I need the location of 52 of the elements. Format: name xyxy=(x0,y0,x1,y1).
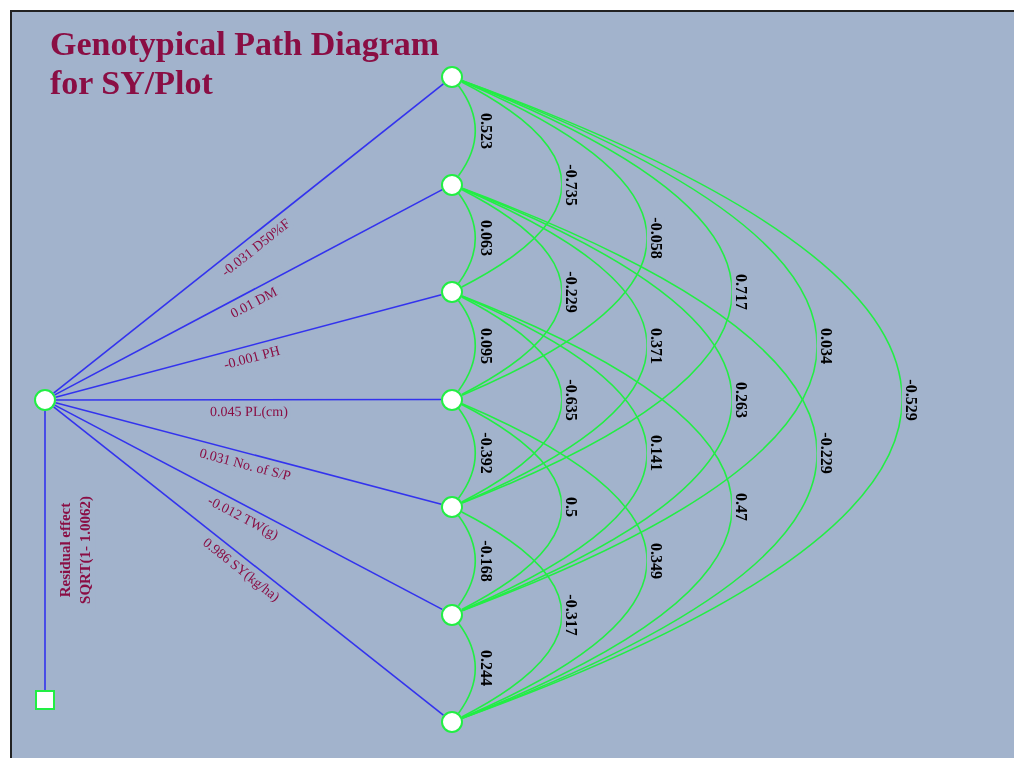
path-line xyxy=(52,406,445,716)
edge-label: -0.229 xyxy=(562,270,580,314)
node-circle xyxy=(441,603,463,626)
edge-label: 0.371 xyxy=(647,326,665,365)
edge-label: -0.635 xyxy=(562,377,580,422)
edge-label: 0.47 xyxy=(732,492,750,522)
edge-label: 0.034 xyxy=(817,326,835,365)
edge-label: 0.263 xyxy=(732,380,750,419)
path-line xyxy=(53,404,444,611)
node-square xyxy=(35,690,55,710)
path-line xyxy=(44,410,46,691)
node-circle xyxy=(441,66,463,88)
correlation-arc xyxy=(461,80,818,612)
node-circle xyxy=(441,496,463,518)
edge-label: -0.529 xyxy=(902,377,920,422)
edge-label: 0.045 PL(cm) xyxy=(207,403,290,420)
correlation-arc xyxy=(461,511,563,718)
correlation-arc xyxy=(461,80,648,396)
correlation-arc xyxy=(461,403,563,611)
node-circle xyxy=(441,711,463,733)
correlation-arc xyxy=(461,296,563,503)
correlation-arc xyxy=(457,515,477,607)
correlation-arc xyxy=(461,188,563,396)
node-circle xyxy=(441,173,463,196)
correlation-arc xyxy=(457,407,477,499)
path-line xyxy=(54,294,443,398)
correlation-arc xyxy=(457,192,477,284)
edge-label: 0.349 xyxy=(647,541,665,580)
correlation-arc xyxy=(457,622,477,714)
edge-label: 0.5 xyxy=(562,496,580,518)
edge-label: -0.058 xyxy=(647,216,665,260)
edge-label: 0.717 xyxy=(732,273,750,311)
correlation-arc xyxy=(461,79,903,720)
edge-label: -0.229 xyxy=(817,431,835,475)
edge-label: -0.735 xyxy=(562,162,580,207)
correlation-arc xyxy=(457,85,477,177)
edge-label: -0.317 xyxy=(562,592,580,637)
node-circle xyxy=(441,281,463,303)
correlation-arc xyxy=(457,300,477,392)
node-circle xyxy=(441,388,463,411)
correlation-arc xyxy=(461,81,563,288)
correlation-arc xyxy=(461,403,648,719)
correlation-arc xyxy=(461,188,648,504)
path-line xyxy=(55,398,442,401)
diagram-title: Genotypical Path Diagram for SY/Plot xyxy=(50,24,441,103)
path-line xyxy=(53,188,444,396)
correlation-arc xyxy=(461,187,818,719)
path-line xyxy=(52,83,445,394)
node-circle xyxy=(34,389,56,411)
path-line xyxy=(54,402,443,505)
edge-label: 0.141 xyxy=(647,434,665,473)
correlation-arc xyxy=(461,295,648,611)
